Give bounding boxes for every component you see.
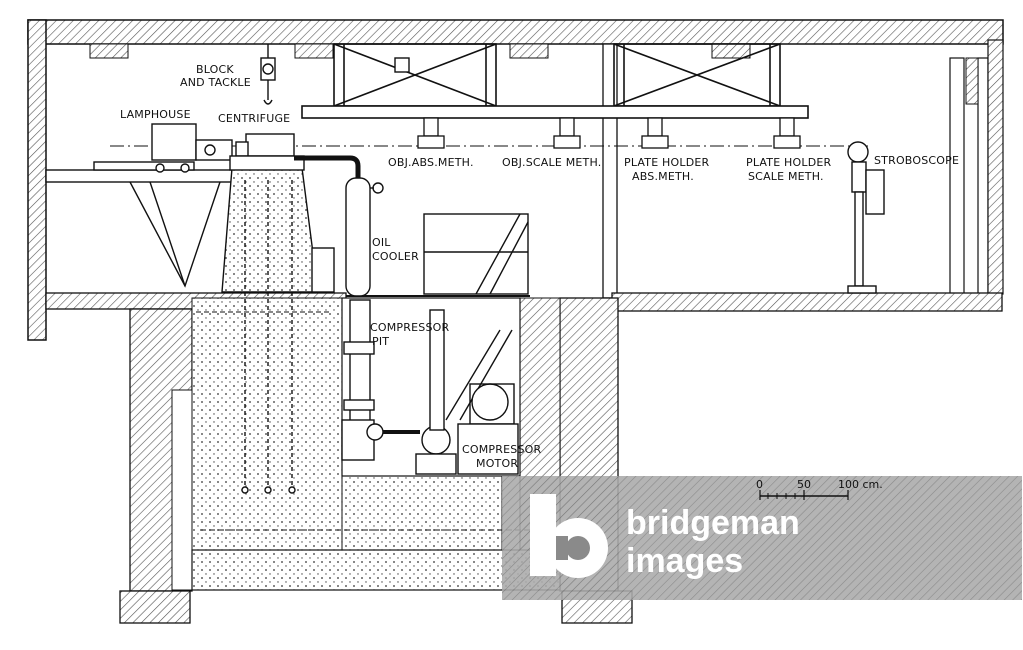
railing [423,213,529,295]
watermark-line1: bridgeman [626,504,800,542]
right-wall [949,39,1004,295]
label-compressor-pit-2: PIT [372,335,389,348]
label-block-2: AND TACKLE [180,76,251,89]
label-cooler: COOLER [372,250,419,263]
left-wall [27,19,47,341]
holder-obj-scale [553,117,581,149]
centrifuge [221,133,319,494]
label-plate-abs-2: ABS.METH. [632,170,694,183]
label-stroboscope: STROBOSCOPE [874,154,959,167]
watermark: bridgeman images [502,476,1022,600]
optical-bench [45,161,237,288]
scale-tick-50: 50 [797,478,811,491]
floor-slab [45,292,1003,312]
overhead-gantry [301,43,809,119]
label-plate-scale-1: PLATE HOLDER [746,156,832,169]
label-plate-abs-1: PLATE HOLDER [624,156,710,169]
scale-tick-0: 0 [756,478,763,491]
plate-holder-scale [773,117,801,149]
label-block-1: BLOCK [196,63,234,76]
plate-holder-abs [641,117,669,149]
center-column [602,43,618,299]
bridgeman-logo [530,494,608,578]
scale-tick-100: 100 cm. [838,478,883,491]
label-obj-abs: OBJ.ABS.METH. [388,156,474,169]
compressor-equipment [341,299,519,475]
label-lamphouse: LAMPHOUSE [120,108,191,121]
watermark-line2: images [626,542,743,580]
label-plate-scale-2: SCALE METH. [748,170,824,183]
scale-bar: 0 50 100 cm. [756,478,883,500]
oil-cooler [294,155,384,297]
stroboscope [847,141,885,294]
holder-obj-abs [417,117,445,149]
label-compressor-motor-2: MOTOR [476,457,518,470]
label-centrifuge: CENTRIFUGE [218,112,290,125]
label-oil: OIL [372,236,391,249]
lamphouse [151,123,233,161]
ceiling-slab [27,19,1004,59]
label-compressor-pit-1: COMPRESSOR [370,321,449,334]
block-and-tackle [260,44,410,105]
label-compressor-motor-1: COMPRESSOR [462,443,541,456]
labels: BLOCK AND TACKLE LAMPHOUSE CENTRIFUGE OB… [120,63,959,470]
label-obj-scale: OBJ.SCALE METH. [502,156,601,169]
